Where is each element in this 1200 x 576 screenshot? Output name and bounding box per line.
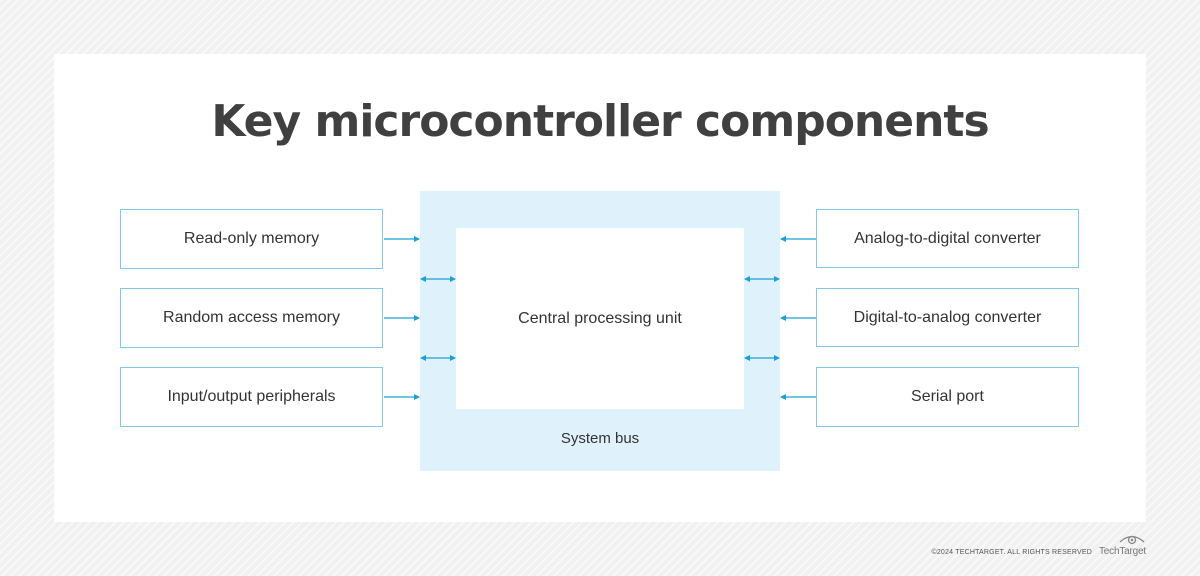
- component-dac: Digital-to-analog converter: [816, 288, 1079, 347]
- component-serial-port: Serial port: [816, 367, 1079, 427]
- component-io-peripherals: Input/output peripherals: [120, 367, 383, 427]
- copyright-text: ©2024 TECHTARGET. ALL RIGHTS RESERVED: [931, 549, 1092, 556]
- system-bus-label: System bus: [560, 430, 640, 447]
- component-read-only-memory: Read-only memory: [120, 209, 383, 269]
- component-random-access-memory: Random access memory: [120, 288, 383, 348]
- component-adc: Analog-to-digital converter: [816, 209, 1079, 268]
- brand-logo-text: TechTarget: [1099, 546, 1146, 557]
- eye-icon: [1119, 535, 1145, 545]
- cpu-block: Central processing unit: [456, 228, 744, 409]
- diagram-title: Key microcontroller components: [211, 96, 989, 147]
